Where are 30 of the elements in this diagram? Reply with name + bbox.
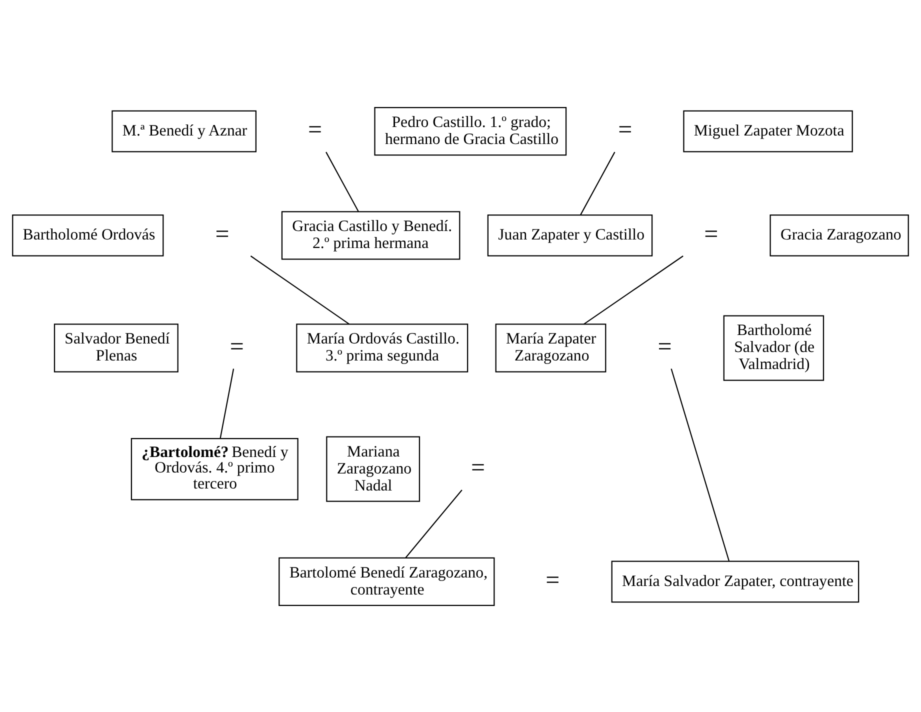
connector (326, 151, 359, 212)
node-box: Pedro Castillo. 1.º grado; hermano de Gracia Castillo (374, 106, 567, 156)
node-box: Miguel Zapater Mozota (683, 110, 853, 152)
connector (405, 489, 462, 558)
node-box: Mariana Zaragozano Nadal (326, 436, 420, 502)
node-box: Bartolomé Benedí Zaragozano, contrayente (278, 556, 495, 606)
node-box: ¿Bartolomé? Benedí y Ordovás. 4.º primo tercero (130, 437, 298, 500)
node-box: Gracia Zaragozano (770, 214, 909, 256)
node-box: María Zapater Zaragozano (495, 323, 606, 372)
node-text: = (215, 220, 230, 248)
node-box: M.ª Benedí y Aznar (112, 110, 256, 152)
node-box: Juan Zapater y Castillo (487, 214, 653, 256)
connector (250, 255, 350, 324)
node-text: = (618, 116, 632, 144)
node-box: María Ordovás Castillo. 3.º prima segunda (296, 323, 468, 372)
connector (670, 368, 730, 561)
node-text: = (230, 332, 244, 360)
node-box: María Salvador Zapater, contrayente (611, 560, 860, 602)
node-box: Gracia Castillo y Benedí. 2.º prima hermana (281, 210, 460, 260)
node-text: = (546, 566, 560, 594)
node-text: = (470, 454, 485, 481)
connector (220, 368, 234, 438)
node-box: Bartholomé Salvador (de Valmadrid) (723, 314, 824, 380)
node-text: = (658, 332, 672, 360)
connector (580, 151, 616, 214)
node-box: Bartholomé Ordovás (12, 214, 164, 256)
node-box: Salvador Benedí Plenas (54, 323, 178, 372)
node-text: = (704, 220, 718, 248)
node-text: = (308, 116, 322, 144)
connector (584, 255, 684, 324)
